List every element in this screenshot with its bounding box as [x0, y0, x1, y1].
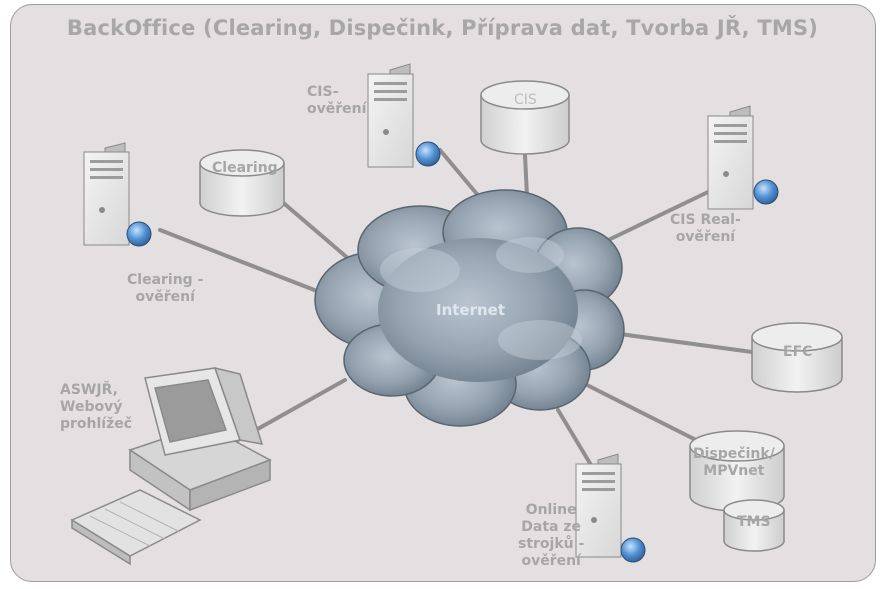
label-line: MPVnet [703, 463, 765, 479]
server-cis [367, 63, 441, 168]
label-clearing-db: Clearing [212, 160, 278, 176]
label-dispecink: Dispečink/ MPVnet [693, 446, 775, 480]
clearing-db [199, 149, 285, 217]
label-line: ověření [521, 553, 581, 569]
label-line: Dispečink/ [693, 446, 775, 462]
label-line: Online [525, 502, 577, 518]
cloud-highlights [380, 237, 582, 360]
label-cis-db: CIS [514, 92, 537, 108]
globe-icon [415, 141, 441, 167]
label-efc: EFC [783, 344, 813, 360]
label-cis-overeni: CIS- ověření [307, 84, 366, 118]
globe-icon [620, 537, 646, 563]
link-dispecink [583, 382, 702, 444]
link-efc [618, 332, 754, 354]
workstation-aswjr [70, 366, 272, 566]
diagram-title: BackOffice (Clearing, Dispečink, Příprav… [66, 16, 819, 40]
label-line: Data ze [521, 519, 582, 535]
link-clearing-overeni [158, 228, 342, 302]
label-line: Clearing - [127, 272, 204, 288]
label-line: ověření [135, 289, 195, 305]
link-cis-db [523, 153, 529, 198]
link-cis-real [598, 190, 710, 246]
globe-icon [126, 221, 152, 247]
label-line: ověření [307, 101, 367, 117]
label-clearing-overeni: Clearing - ověření [127, 272, 203, 306]
dispecink-db [689, 430, 785, 512]
label-line: prohlížeč [60, 416, 133, 432]
label-online: Online Data ze strojků - ověření [518, 502, 584, 570]
label-tms: TMS [737, 514, 771, 530]
server-cis-real [707, 105, 779, 210]
globe-icon [753, 179, 779, 205]
internet-cloud [314, 189, 625, 427]
link-clearing-db [278, 198, 352, 262]
cis-db [480, 80, 570, 155]
label-line: Webový [60, 399, 123, 415]
server-online [575, 453, 646, 563]
label-line: CIS Real- [670, 212, 741, 228]
label-line: strojků - [518, 536, 585, 552]
tms-db [723, 499, 785, 552]
label-aswjr: ASWJŘ, Webový prohlížeč [60, 382, 132, 433]
cloud-label: Internet [436, 301, 506, 319]
server-clearing [83, 142, 152, 247]
label-line: ASWJŘ, [60, 382, 118, 398]
efc-db [751, 322, 843, 393]
label-line: CIS- [307, 84, 339, 100]
label-line: ověření [675, 229, 736, 245]
label-cis-real: CIS Real- ověření [670, 212, 741, 246]
